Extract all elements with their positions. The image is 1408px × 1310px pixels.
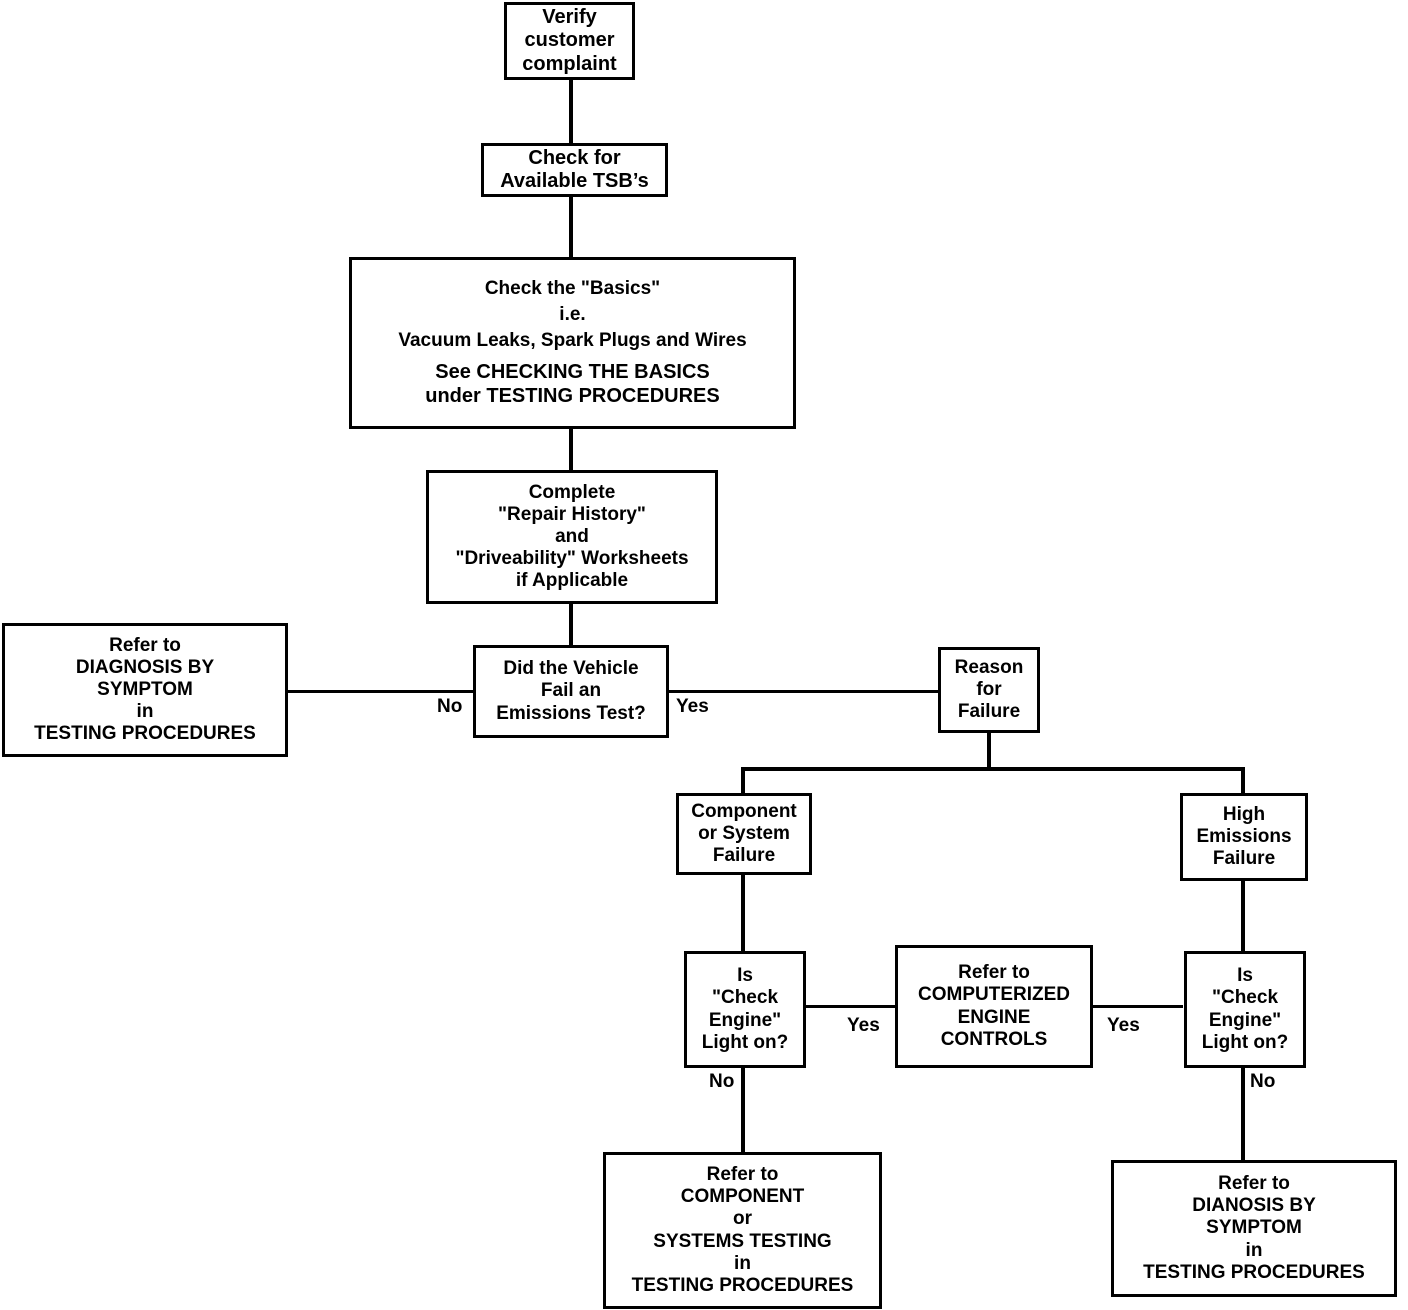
node-line: for [976, 678, 1002, 700]
node-verify-customer-complaint[interactable]: Verify customer complaint [504, 2, 635, 80]
node-line: ENGINE [957, 1006, 1031, 1028]
edge-high-emissions-to-check-engine-right [1241, 880, 1245, 954]
node-line: TESTING PROCEDURES [631, 1274, 854, 1296]
node-line: TESTING PROCEDURES [34, 723, 256, 745]
node-refer-component-systems-testing[interactable]: Refer to COMPONENT or SYSTEMS TESTING in… [603, 1152, 882, 1309]
node-line: Emissions Test? [496, 702, 646, 724]
node-line: Component [691, 800, 797, 822]
node-line: Failure [957, 701, 1021, 723]
node-line: i.e. [559, 304, 586, 326]
node-line: "Check [1211, 987, 1279, 1009]
node-line: "Repair History" [498, 503, 646, 525]
node-line: in [734, 1252, 751, 1274]
node-reason-for-failure[interactable]: Reason for Failure [938, 647, 1040, 733]
node-line: High [1222, 803, 1266, 825]
node-line: Failure [712, 845, 776, 867]
edge-split-bar [741, 767, 1245, 771]
node-refer-computerized-engine-controls[interactable]: Refer to COMPUTERIZED ENGINE CONTROLS [895, 945, 1093, 1068]
edge-right-engine-no [1241, 1066, 1245, 1162]
edge-label-emissions-yes: Yes [676, 696, 709, 717]
edge-label-right-engine-yes: Yes [1107, 1015, 1140, 1036]
edge-tsb-to-basics [569, 196, 573, 258]
node-line: Refer to [1218, 1173, 1290, 1195]
edge-basics-to-worksheets [569, 428, 573, 472]
edge-split-to-high-emissions [1241, 767, 1245, 795]
node-refer-diagnosis-by-symptom[interactable]: Refer to DIAGNOSIS BY SYMPTOM in TESTING… [2, 623, 288, 757]
edge-left-engine-no [741, 1066, 745, 1155]
node-line: complaint [522, 52, 617, 75]
edge-label-right-engine-no: No [1250, 1071, 1276, 1092]
node-line: Complete [528, 481, 616, 503]
edge-right-engine-yes [1090, 1005, 1183, 1008]
node-line: under TESTING PROCEDURES [425, 384, 720, 407]
node-line: TESTING PROCEDURES [1143, 1261, 1365, 1283]
node-line: Is [1237, 965, 1253, 987]
edge-verify-to-tsb [569, 80, 573, 146]
node-line: Available TSB’s [500, 170, 649, 192]
node-line: Emissions [1196, 825, 1292, 847]
node-line: CONTROLS [940, 1028, 1048, 1050]
node-line: "Check [711, 987, 779, 1009]
node-line: Fail an [540, 680, 602, 702]
node-line: Is [737, 965, 753, 987]
node-line: Engine" [708, 1009, 782, 1031]
node-refer-dianosis-by-symptom[interactable]: Refer to DIANOSIS BY SYMPTOM in TESTING … [1111, 1160, 1397, 1297]
node-line: COMPUTERIZED [918, 984, 1070, 1006]
node-did-vehicle-fail-emissions-test[interactable]: Did the Vehicle Fail an Emissions Test? [473, 645, 669, 738]
node-check-available-tsbs[interactable]: Check for Available TSB’s [481, 143, 668, 197]
node-line: Reason [954, 656, 1024, 678]
node-line: if Applicable [515, 570, 629, 592]
node-line: Did the Vehicle [503, 658, 639, 680]
edge-left-engine-yes [804, 1005, 897, 1008]
node-line: SYMPTOM [97, 678, 193, 700]
node-line: Engine" [1208, 1009, 1282, 1031]
node-line: Refer to [706, 1164, 779, 1186]
node-line: Light on? [701, 1031, 789, 1053]
edge-label-left-engine-yes: Yes [847, 1015, 880, 1036]
node-line: in [1245, 1239, 1263, 1261]
node-line: and [555, 525, 589, 547]
node-line: Refer to [109, 634, 181, 656]
node-component-or-system-failure[interactable]: Component or System Failure [676, 793, 812, 875]
node-is-check-engine-light-on-right[interactable]: Is "Check Engine" Light on? [1184, 951, 1306, 1068]
node-line: Check the "Basics" [484, 278, 661, 300]
node-line: Vacuum Leaks, Spark Plugs and Wires [398, 330, 747, 352]
node-line: Light on? [1201, 1031, 1289, 1053]
node-line: DIANOSIS BY [1192, 1195, 1316, 1217]
edge-emissions-no [286, 690, 476, 693]
node-line: SYSTEMS TESTING [653, 1230, 832, 1252]
node-line: or System [698, 822, 790, 844]
node-high-emissions-failure[interactable]: High Emissions Failure [1180, 793, 1308, 881]
node-line: Failure [1212, 848, 1276, 870]
node-line: Verify [542, 6, 597, 29]
node-line: Refer to [958, 962, 1030, 984]
node-line: DIAGNOSIS BY [75, 656, 215, 678]
node-line: SYMPTOM [1206, 1217, 1302, 1239]
edge-reason-down [987, 733, 991, 770]
edge-emissions-yes [667, 690, 940, 693]
node-line: customer [524, 29, 615, 52]
node-line: Check for [528, 146, 621, 169]
node-line: "Driveability" Worksheets [455, 548, 689, 570]
node-line: See CHECKING THE BASICS [435, 361, 710, 384]
node-check-the-basics[interactable]: Check the "Basics" i.e. Vacuum Leaks, Sp… [349, 257, 796, 429]
edge-component-to-check-engine-left [741, 874, 745, 954]
node-complete-worksheets[interactable]: Complete "Repair History" and "Driveabil… [426, 470, 718, 604]
node-line: in [136, 701, 154, 723]
edge-label-left-engine-no: No [709, 1071, 735, 1092]
node-line: COMPONENT [680, 1186, 805, 1208]
edge-label-emissions-no: No [437, 696, 463, 717]
node-line: or [733, 1208, 752, 1230]
node-is-check-engine-light-on-left[interactable]: Is "Check Engine" Light on? [684, 951, 806, 1068]
edge-worksheets-to-emissions [569, 603, 573, 648]
edge-split-to-component [741, 767, 745, 795]
